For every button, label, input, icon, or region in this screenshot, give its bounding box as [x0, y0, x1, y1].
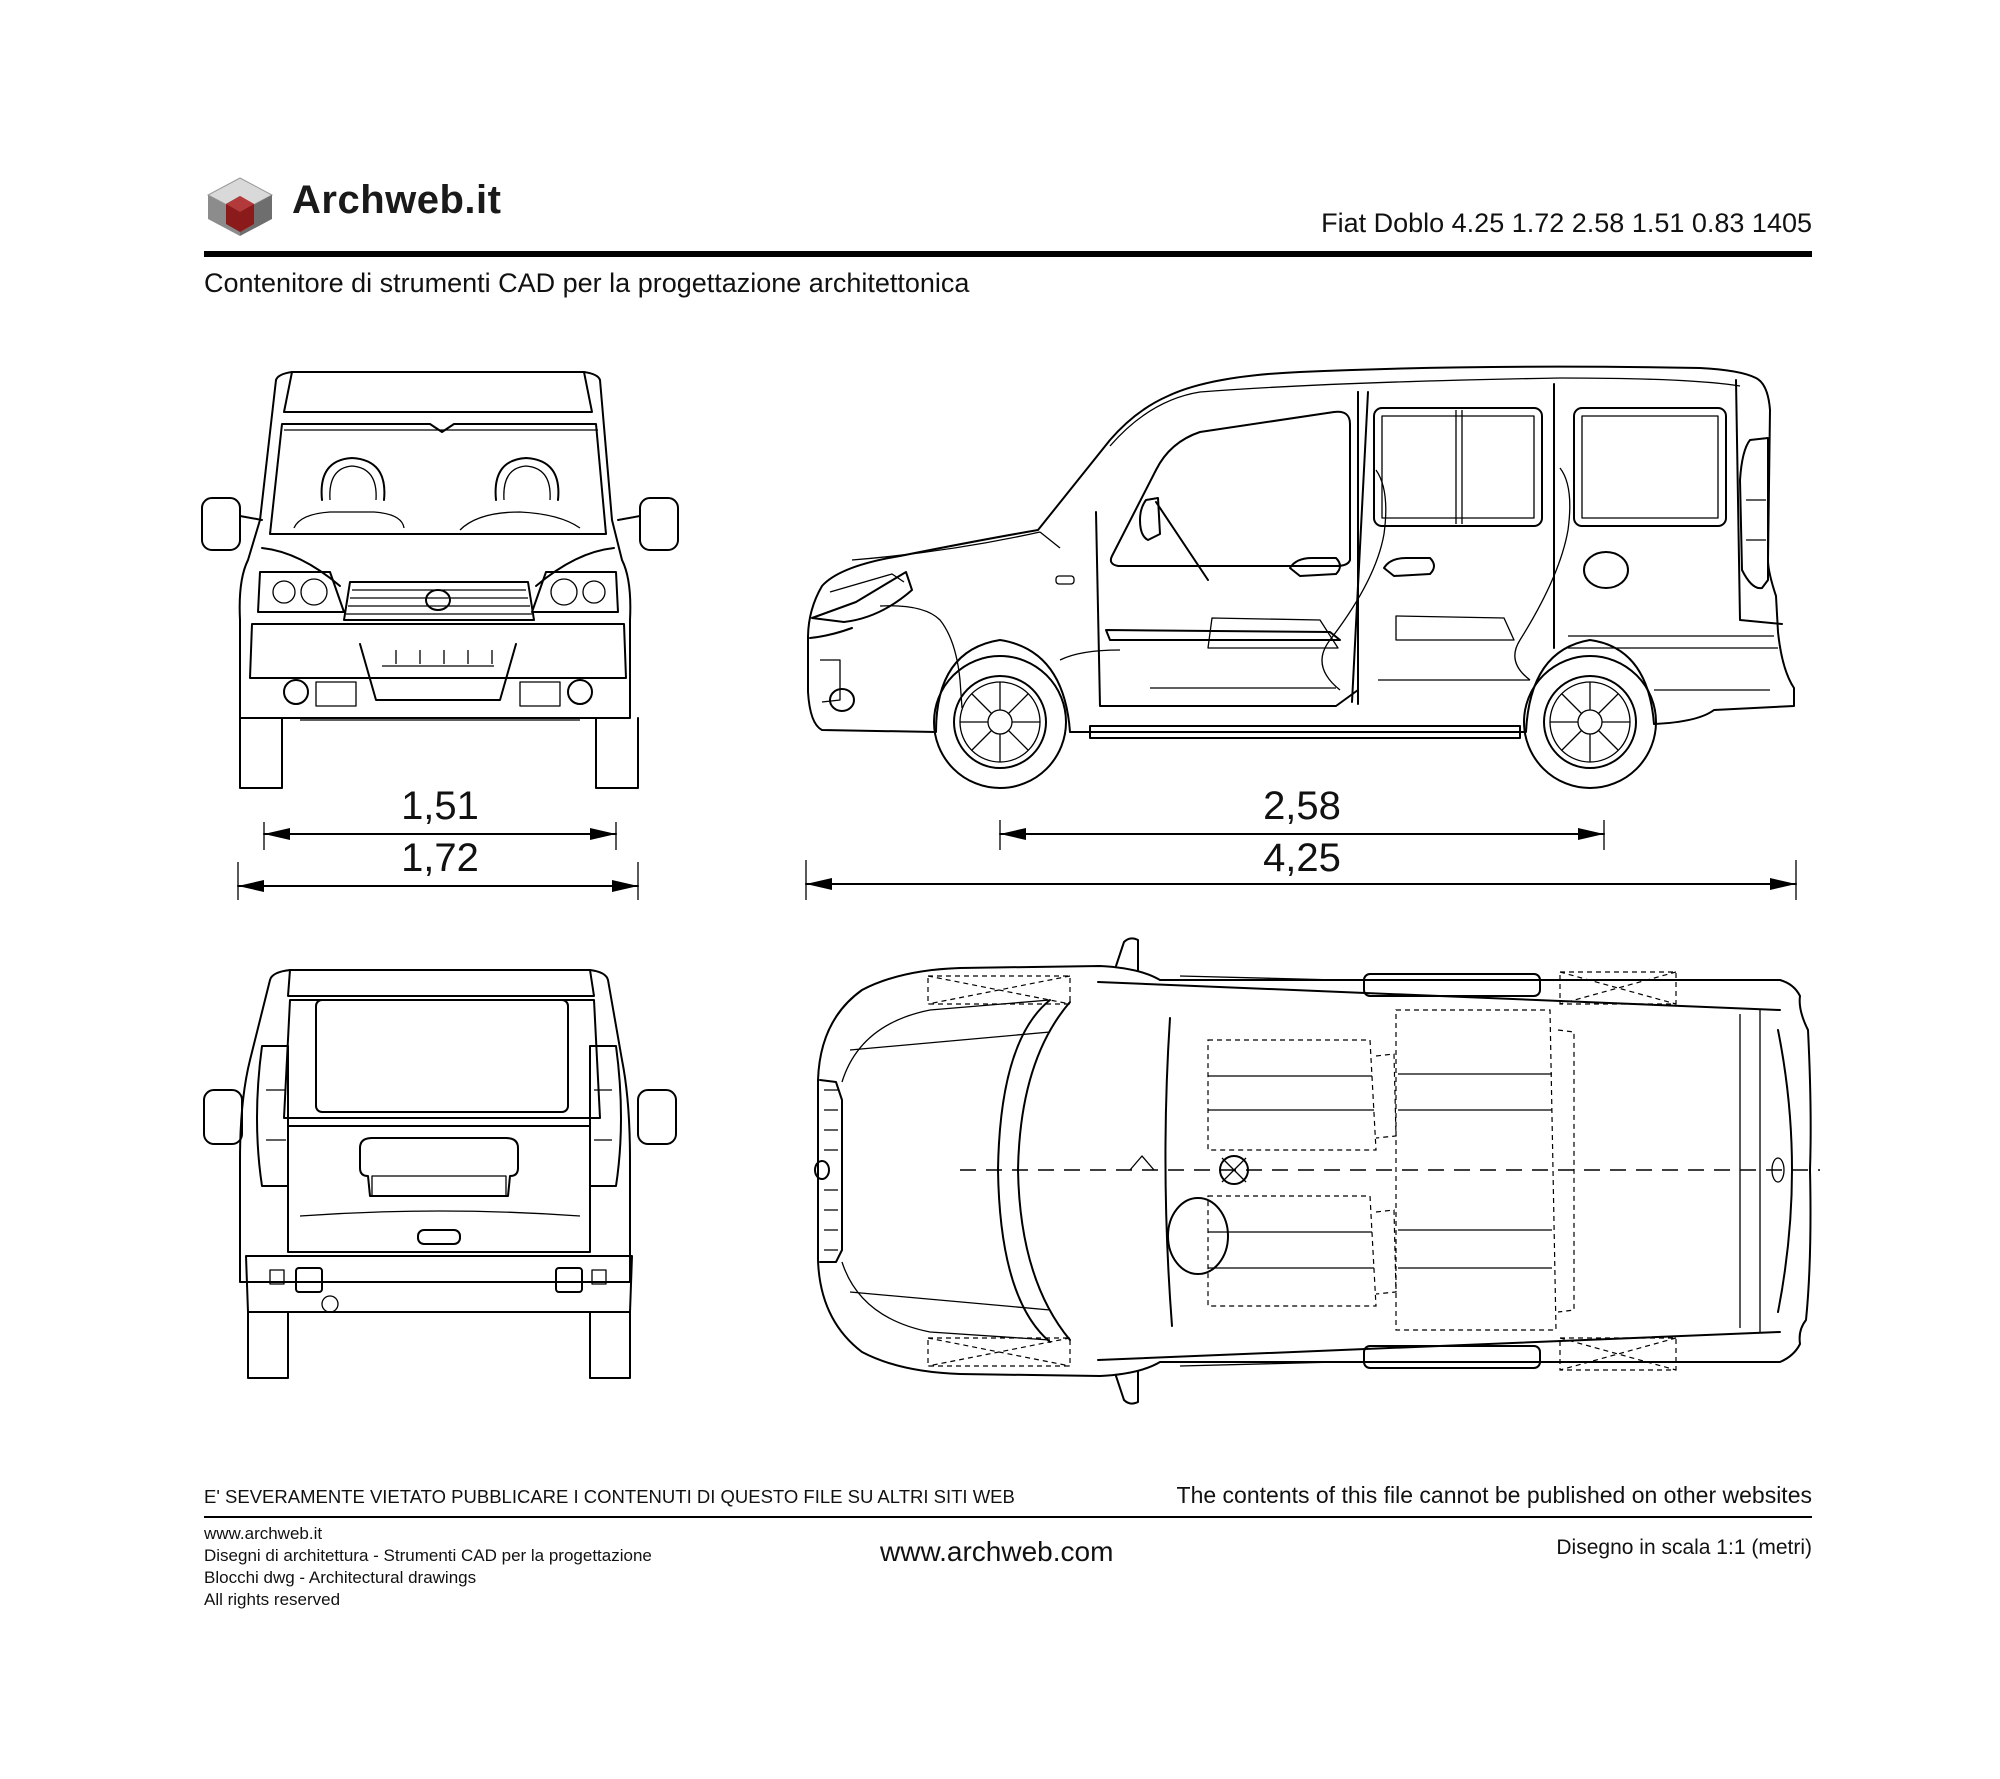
overall-width-label: 1,72 [401, 836, 479, 880]
footer-divider [204, 1516, 1812, 1518]
footer-line-3: Blocchi dwg - Architectural drawings [204, 1568, 477, 1587]
front-dimension-lines [237, 822, 639, 900]
side-dimension-lines [805, 820, 1797, 900]
front-view [201, 371, 679, 789]
top-view [814, 937, 1820, 1405]
front-wheel [933, 655, 1067, 789]
rear-view [203, 969, 677, 1379]
footer-website-link[interactable]: www.archweb.it [204, 1524, 323, 1543]
side-view [807, 365, 1795, 789]
header-divider [204, 251, 1812, 257]
footer-line-4: All rights reserved [204, 1590, 341, 1609]
subtitle: Contenitore di strumenti CAD per la prog… [204, 268, 970, 298]
footer-line-2: Disegni di architettura - Strumenti CAD … [204, 1546, 652, 1565]
model-title: Fiat Doblo 4.25 1.72 2.58 1.51 0.83 1405 [1321, 208, 1812, 238]
rear-wheel [1523, 655, 1657, 789]
overall-length-label: 4,25 [1263, 836, 1341, 880]
scale-note: Disegno in scala 1:1 (metri) [1556, 1536, 1812, 1559]
footer-center-website[interactable]: www.archweb.com [880, 1536, 1114, 1567]
wheelbase-label: 2,58 [1263, 784, 1341, 828]
notice-english: The contents of this file cannot be publ… [1176, 1482, 1812, 1508]
notice-italian: E' SEVERAMENTE VIETATO PUBBLICARE I CONT… [204, 1486, 1015, 1507]
front-track-label: 1,51 [401, 784, 479, 828]
brand-name[interactable]: Archweb.it [292, 178, 502, 222]
